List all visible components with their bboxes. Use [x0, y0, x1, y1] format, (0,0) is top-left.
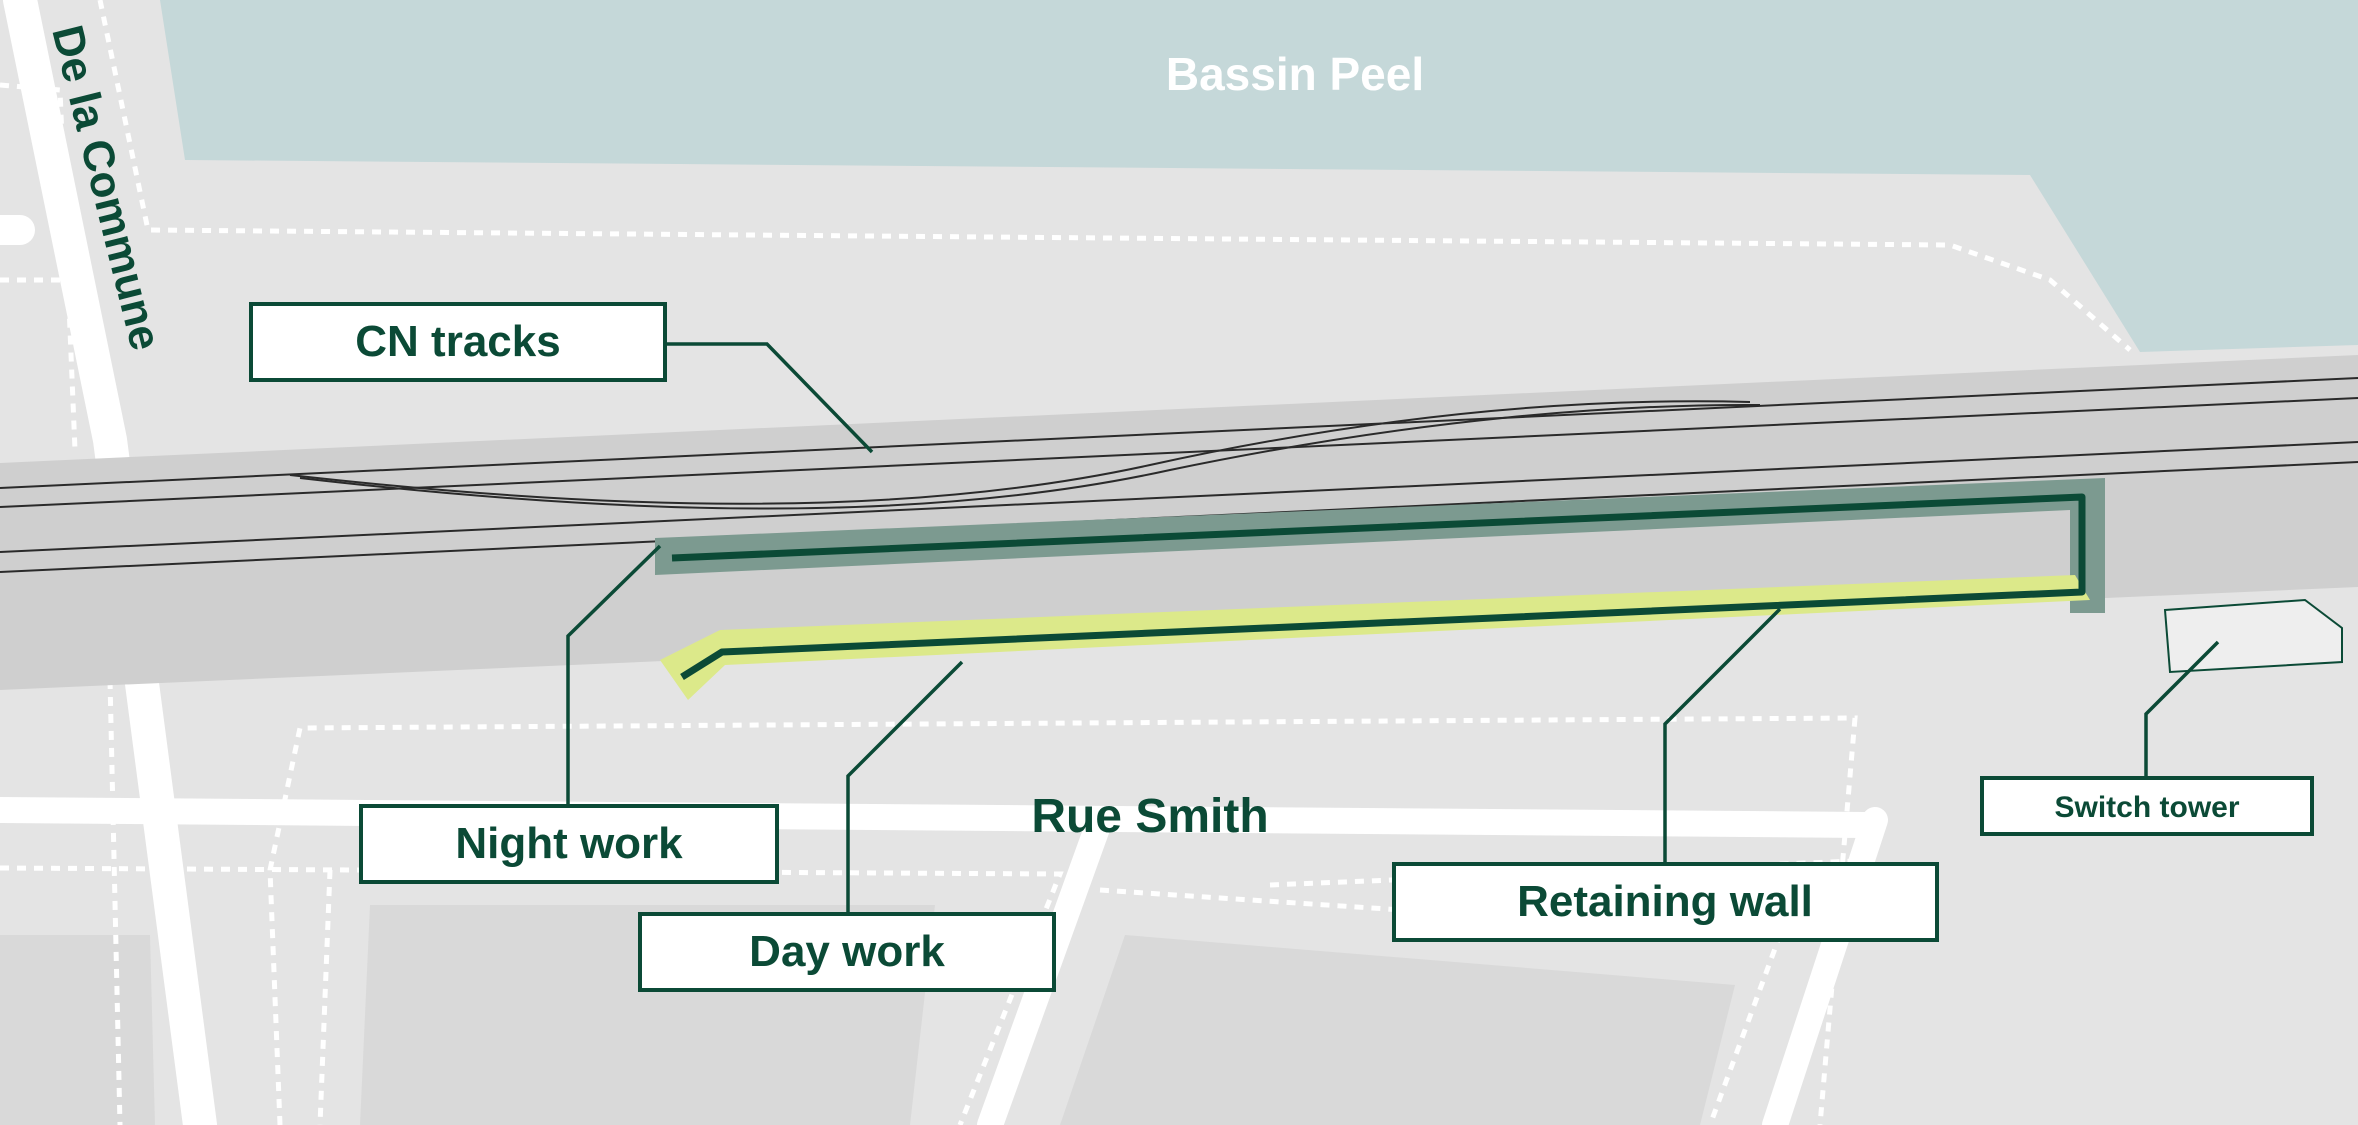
- callout-retaining-wall-label: Retaining wall: [1517, 877, 1813, 926]
- sidewalk: [97, 0, 2132, 352]
- bassin-peel-water: [160, 0, 2358, 352]
- switch-tower-building: [2163, 598, 2343, 674]
- rail-crossover: [289, 400, 1751, 505]
- rue-smith-label: Rue Smith: [1031, 790, 1268, 843]
- street-rue-smith: [0, 797, 1878, 838]
- leader-cn-tracks: [665, 342, 874, 454]
- callout-cn-tracks-label: CN tracks: [355, 317, 560, 366]
- callout-retaining-wall: Retaining wall: [1392, 862, 1939, 942]
- rail-track: [0, 441, 2358, 553]
- sidewalk: [107, 679, 123, 1125]
- city-block: [1060, 935, 1735, 1125]
- retaining-wall-line: [671, 493, 2086, 680]
- callout-switch-tower: Switch tower: [1980, 776, 2314, 836]
- sidewalk: [317, 869, 333, 1125]
- rail-track: [0, 377, 2358, 489]
- leader-retaining-wall: [1663, 607, 1782, 864]
- callout-night-work: Night work: [359, 804, 779, 884]
- callout-switch-tower-label: Switch tower: [2054, 791, 2239, 824]
- leader-day-work: [846, 660, 964, 914]
- sidewalk: [0, 82, 78, 451]
- rail-crossover: [299, 403, 1761, 510]
- city-block: [0, 935, 155, 1125]
- callout-day-work-label: Day work: [749, 927, 945, 976]
- street-de-la-commune: [3, 0, 217, 1125]
- leader-switch-tower: [2144, 640, 2220, 778]
- sidewalk: [0, 865, 1064, 1125]
- callout-night-work-label: Night work: [455, 819, 683, 868]
- callout-cn-tracks: CN tracks: [249, 302, 667, 382]
- callout-day-work: Day work: [638, 912, 1056, 992]
- bassin-peel-label: Bassin Peel: [1166, 48, 1424, 100]
- leader-night-work: [566, 544, 662, 806]
- sidewalk: [267, 715, 1858, 1125]
